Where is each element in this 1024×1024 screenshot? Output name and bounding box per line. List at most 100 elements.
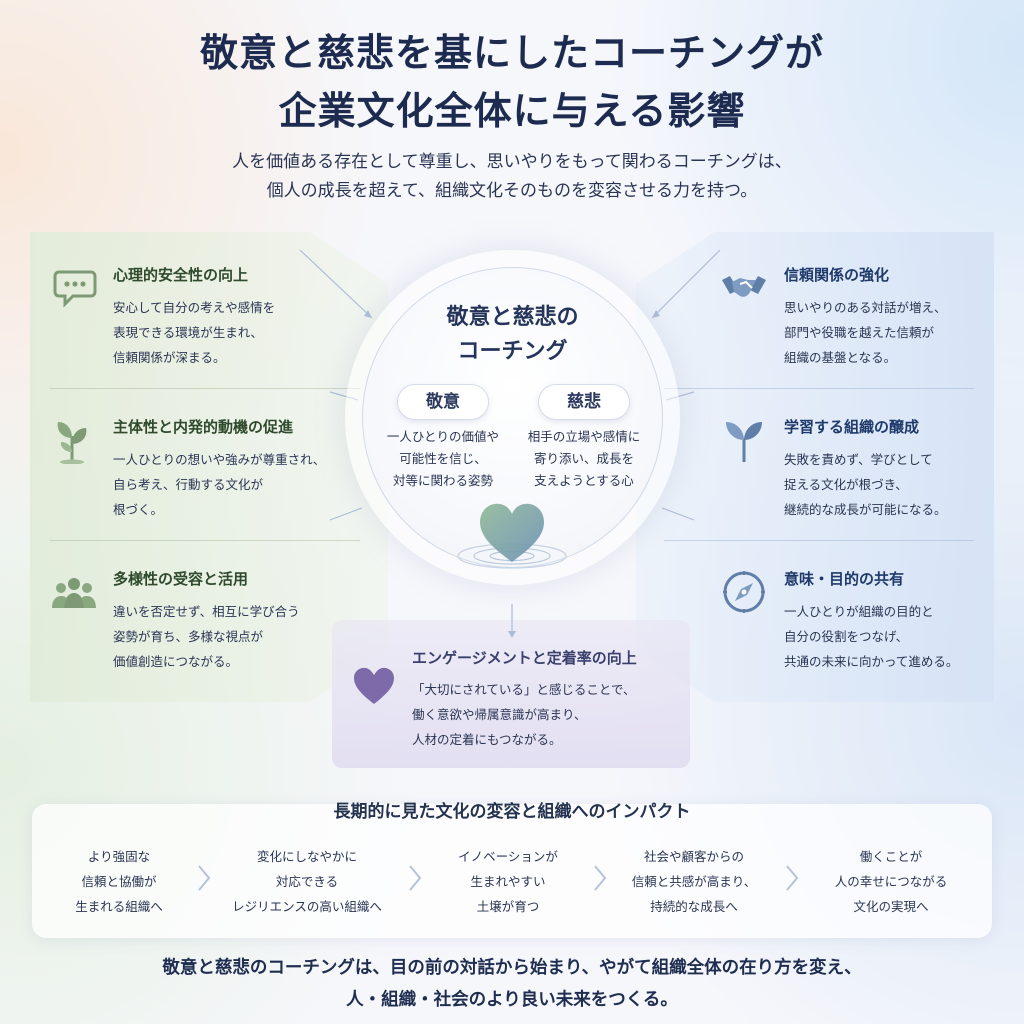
item-title-trust: 信頼関係の強化 (784, 266, 890, 284)
desc-line: 一人ひとりが組織の目的と (784, 604, 934, 619)
desc-line: 信頼関係が深まる。 (113, 350, 226, 365)
desc-line: 捉える文化が根づき、 (784, 477, 908, 492)
desc-line: 違いを否定せず、相互に学び合う (113, 604, 300, 619)
center-title-line1: 敬意と慈悲の (446, 304, 579, 330)
leaf-sprout-icon (726, 422, 762, 462)
desc-line: 部門や役職を越えた信頼が (784, 325, 935, 340)
step-line: レジリエンスの高い組織へ (232, 899, 382, 914)
item-desc-engagement: 「大切にされている」と感じることで、 働く意欲や帰属意識が高まり、 人材の定着に… (412, 677, 636, 752)
closing-line2: 人・組織・社会のより良い未来をつくる。 (346, 990, 678, 1010)
speech-bubble-icon (53, 270, 97, 308)
left-divider (50, 388, 360, 389)
compassion-desc-line: 支えようとする心 (534, 473, 634, 488)
handshake-icon (722, 276, 766, 297)
step-line: 信頼と共感が高まり、 (631, 874, 757, 889)
item-desc-autonomy: 一人ひとりの想いや強みが尊重され、 自ら考え、行動する文化が 根づく。 (113, 447, 325, 522)
step-line: 持続的な成長へ (650, 899, 738, 914)
heart-icon (354, 667, 394, 704)
item-title-engagement: エンゲージメントと定着率の向上 (412, 649, 637, 667)
impact-step: 社会や顧客からの 信頼と共感が高まり、 持続的な成長へ (609, 844, 779, 919)
step-line: 社会や顧客からの (643, 849, 744, 864)
chevron-right-icon (409, 865, 422, 891)
chevron-right-icon (198, 865, 211, 891)
respect-desc: 一人ひとりの価値や 可能性を信じ、 対等に関わる姿勢 (373, 426, 513, 492)
right-divider (664, 540, 974, 541)
center-title-line2: コーチング (457, 338, 568, 364)
subtitle-line1: 人を価値ある存在として尊重し、思いやりをもって関わるコーチングは、 (232, 152, 792, 172)
desc-line: 働く意欲や帰属意識が高まり、 (412, 707, 587, 722)
impact-panel (32, 804, 992, 938)
sprout-icon (57, 422, 87, 464)
desc-line: 人材の定着にもつながる。 (412, 732, 562, 747)
page-title-line2: 企業文化全体に与える影響 (278, 88, 746, 133)
step-line: より強固な (87, 849, 151, 864)
step-line: イノベーションが (458, 849, 558, 864)
respect-desc-line: 一人ひとりの価値や (386, 429, 500, 444)
chevron-right-icon (786, 865, 799, 891)
page-title-line1: 敬意と慈悲を基にしたコーチングが (199, 30, 824, 75)
impact-step: イノベーションが 生まれやすい 土壌が育つ (423, 844, 593, 919)
item-title-diversity: 多様性の受容と活用 (113, 570, 249, 588)
step-line: 生まれる組織へ (75, 899, 163, 914)
arrow-line (651, 249, 721, 319)
right-panel (636, 232, 994, 702)
compassion-desc: 相手の立場や感情に 寄り添い、成長を 支えようとする心 (514, 426, 654, 492)
people-group-icon (52, 578, 96, 608)
bottom-panel (332, 620, 690, 768)
chevron-right-icon (594, 865, 607, 891)
impact-step: 働くことが 人の幸せにつながる 文化の実現へ (806, 844, 976, 919)
heart-ripple-icon (457, 503, 567, 569)
desc-line: 表現できる環境が生まれ、 (113, 325, 263, 340)
closing-line1: 敬意と慈悲のコーチングは、目の前の対話から始まり、やがて組織全体の在り方を変え、 (162, 958, 862, 978)
impact-step: より強固な 信頼と協働が 生まれる組織へ (34, 844, 204, 919)
item-desc-psych-safety: 安心して自分の考えや感情を 表現できる環境が生まれ、 信頼関係が深まる。 (113, 295, 275, 370)
desc-line: 自分の役割をつなげ、 (784, 629, 909, 644)
step-line: 信頼と協働が (81, 874, 157, 889)
right-divider (664, 388, 974, 389)
item-title-autonomy: 主体性と内発的動機の促進 (113, 418, 294, 436)
arrow-line (661, 507, 695, 521)
item-desc-learning-org: 失敗を責めず、学びとして 捉える文化が根づき、 継続的な成長が可能になる。 (784, 447, 947, 522)
step-line: 変化にしなやかに (256, 849, 357, 864)
subtitle-line2: 個人の成長を超えて、組織文化そのものを変容させる力を持つ。 (266, 181, 758, 201)
item-title-purpose: 意味・目的の共有 (784, 570, 905, 588)
arrowhead (364, 310, 372, 318)
desc-line: 「大切にされている」と感じることで、 (412, 682, 636, 697)
item-desc-trust: 思いやりのある対話が増え、 部門や役職を越えた信頼が 組織の基盤となる。 (784, 295, 947, 370)
desc-line: 組織の基盤となる。 (784, 350, 897, 365)
desc-line: 共通の未来に向かって進める。 (784, 654, 959, 669)
desc-line: 姿勢が育ち、多様な視点が (113, 629, 264, 644)
desc-line: 一人ひとりの想いや強みが尊重され、 (113, 452, 326, 467)
step-line: 働くことが (859, 849, 923, 864)
respect-pill: 敬意 (397, 384, 489, 420)
item-title-learning-org: 学習する組織の醸成 (784, 418, 920, 436)
compassion-desc-line: 寄り添い、成長を (533, 451, 634, 466)
compass-icon (723, 571, 765, 613)
desc-line: 価値創造につながる。 (113, 654, 239, 669)
item-desc-diversity: 違いを否定せず、相互に学び合う 姿勢が育ち、多様な視点が 価値創造につながる。 (113, 599, 300, 674)
step-line: 文化の実現へ (853, 899, 929, 914)
desc-line: 継続的な成長が可能になる。 (784, 502, 947, 517)
desc-line: 失敗を責めず、学びとして (784, 452, 933, 467)
desc-line: 思いやりのある対話が増え、 (784, 300, 947, 315)
step-line: 対応できる (275, 874, 339, 889)
step-line: 人の幸せにつながる (834, 874, 948, 889)
desc-line: 根づく。 (113, 502, 164, 517)
arrowhead (508, 631, 516, 638)
respect-desc-line: 可能性を信じ、 (399, 451, 487, 466)
impact-title: 長期的に見た文化の変容と組織へのインパクト (333, 802, 691, 822)
item-title-psych-safety: 心理的安全性の向上 (113, 266, 249, 284)
desc-line: 安心して自分の考えや感情を (113, 300, 276, 315)
left-divider (50, 540, 360, 541)
step-line: 土壌が育つ (476, 899, 540, 914)
left-panel (30, 232, 388, 702)
arrow-line (299, 249, 373, 319)
compassion-pill: 慈悲 (538, 384, 630, 420)
arrowhead (652, 310, 660, 318)
arrow-line (329, 507, 363, 521)
respect-desc-line: 対等に関わる姿勢 (392, 473, 493, 488)
step-line: 生まれやすい (470, 874, 546, 889)
item-desc-purpose: 一人ひとりが組織の目的と 自分の役割をつなげ、 共通の未来に向かって進める。 (784, 599, 958, 674)
impact-step: 変化にしなやかに 対応できる レジリエンスの高い組織へ (222, 844, 392, 919)
compassion-desc-line: 相手の立場や感情に (527, 429, 641, 444)
